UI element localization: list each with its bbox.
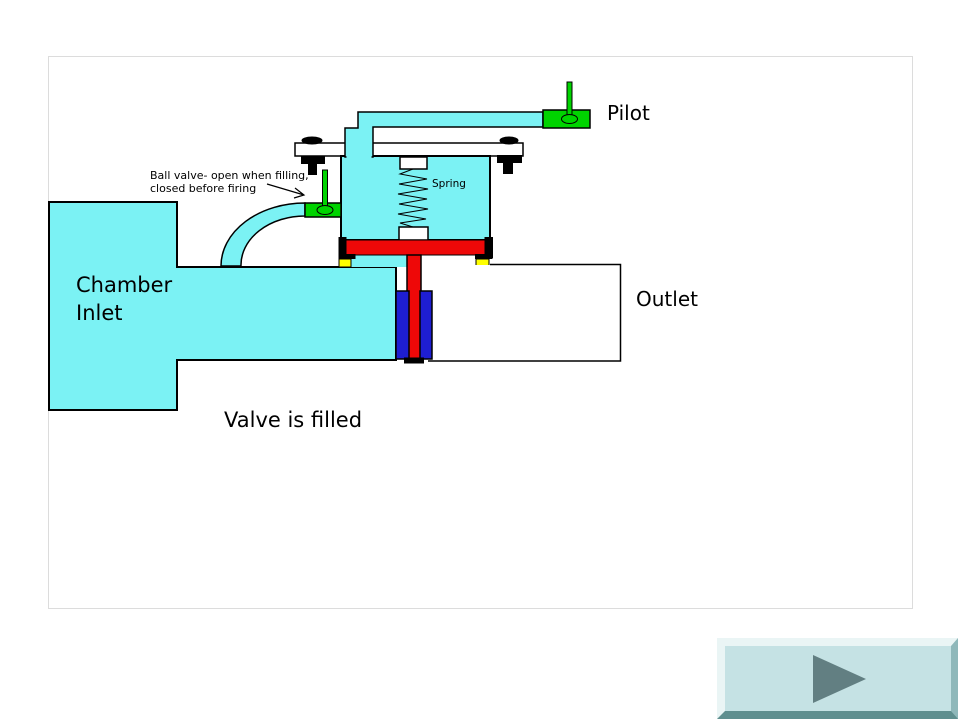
spring-bottom-cap	[398, 226, 429, 241]
caption-label: Valve is filled	[224, 408, 362, 432]
outlet-label: Outlet	[636, 287, 698, 311]
piston-bar	[344, 239, 488, 256]
play-icon	[813, 655, 866, 703]
chamber-inlet-shape	[48, 201, 397, 411]
spring-coil	[397, 168, 429, 228]
right-seal	[419, 290, 433, 360]
piston-right-cap	[484, 237, 493, 258]
outlet-pipe-outline	[428, 263, 622, 362]
ball-valve	[304, 169, 342, 218]
tube-body-junction	[346, 149, 372, 160]
flange-bar	[294, 142, 524, 157]
pilot-label: Pilot	[607, 101, 650, 125]
piston-left-foot	[338, 254, 356, 259]
piston-right-foot	[475, 254, 493, 259]
ball-valve-note-line2: closed before firing	[150, 182, 256, 195]
fluid-under-seat	[347, 255, 407, 267]
ball-valve-note-line1: Ball valve- open when filling,	[150, 169, 309, 182]
right-bolt	[497, 136, 522, 174]
fill-tube-curve	[220, 202, 306, 267]
left-bolt	[301, 136, 325, 175]
chamber-inlet-label-line2: Inlet	[76, 301, 123, 325]
spring-top-cap	[399, 156, 428, 170]
left-seal	[395, 290, 410, 360]
pilot-valve	[542, 81, 591, 129]
next-button[interactable]	[717, 638, 958, 719]
valve-body	[340, 155, 491, 241]
spring-label: Spring	[432, 178, 466, 190]
ball-valve-arrow	[266, 183, 306, 199]
left-seat-pad	[338, 258, 352, 268]
chamber-inlet-label-line1: Chamber	[76, 273, 173, 297]
outlet-pipe-interior	[429, 265, 620, 360]
stem-tip	[404, 357, 424, 364]
piston-left-cap	[338, 237, 347, 258]
